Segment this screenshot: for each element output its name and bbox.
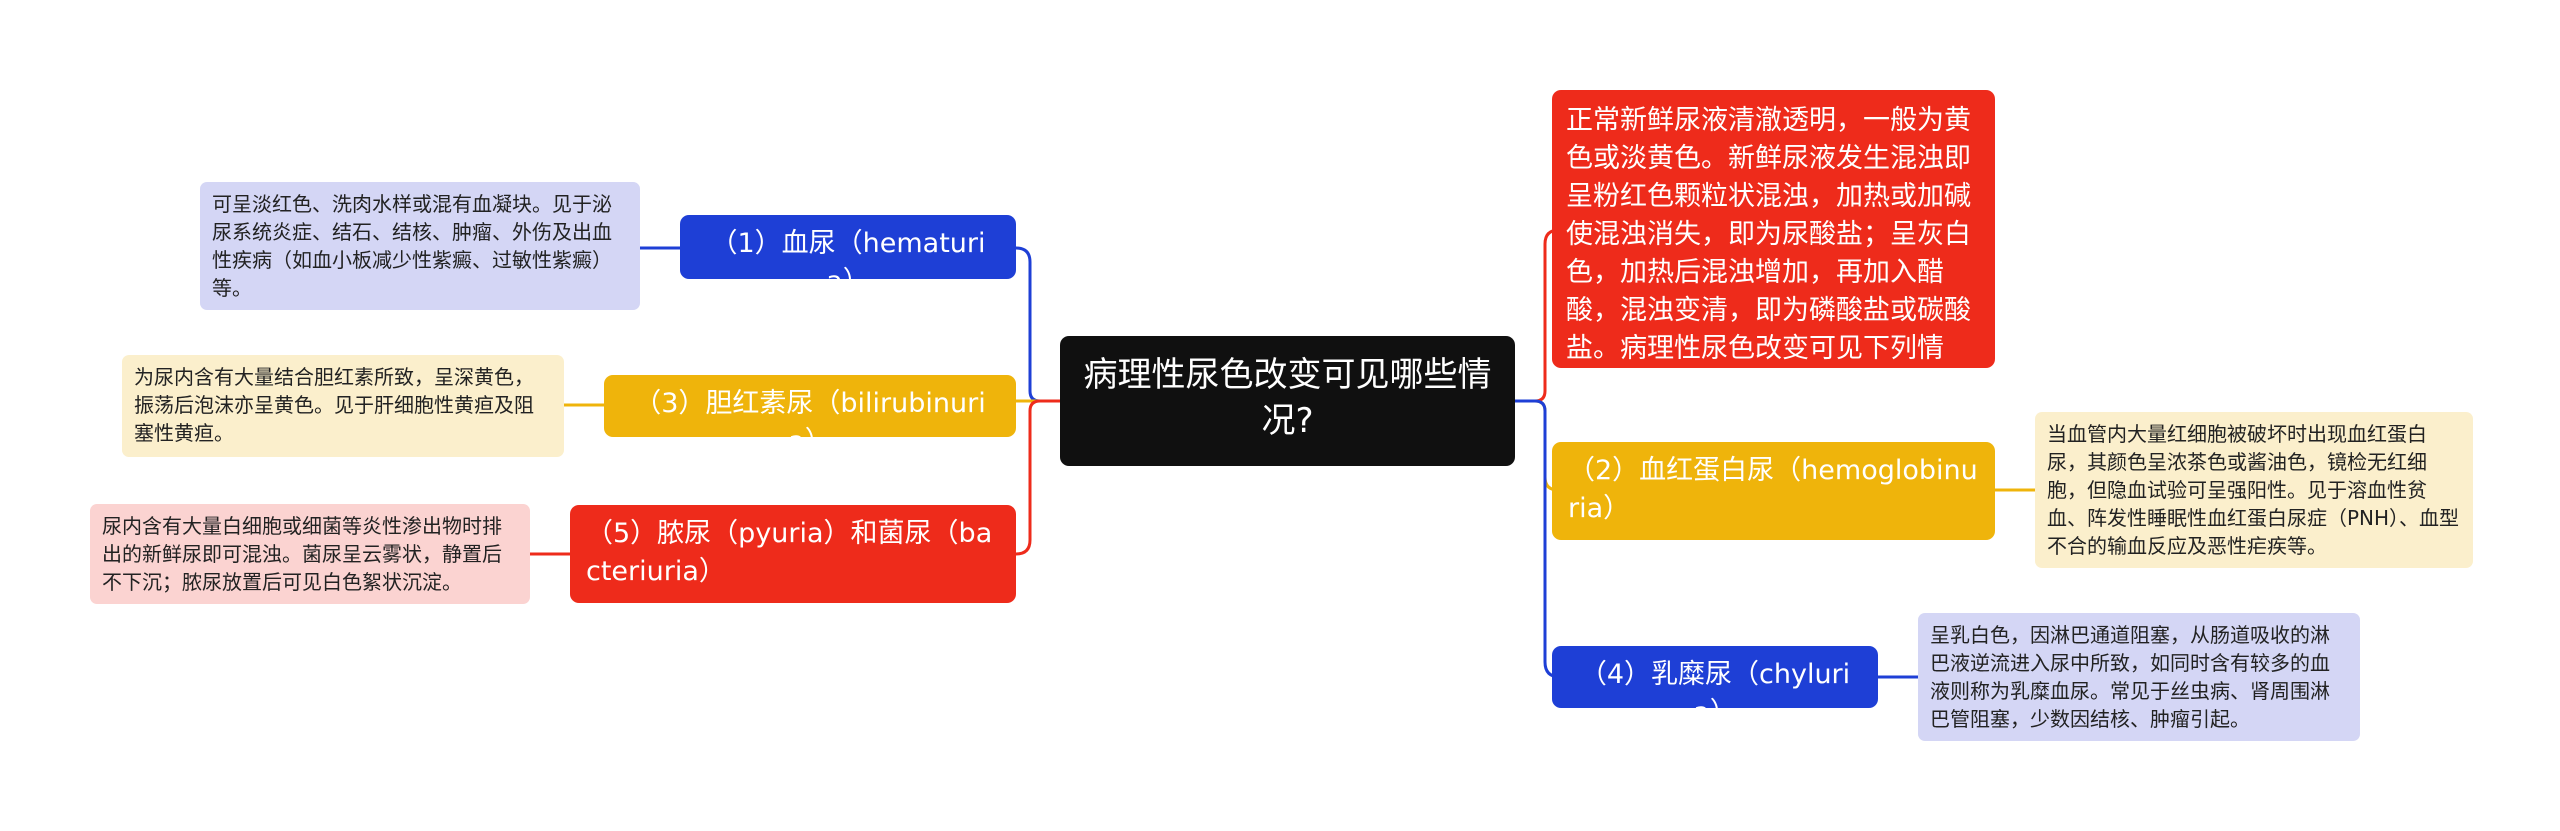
- link-central-chyluria: [1515, 399, 1561, 679]
- branch-bilirubinuria-label: （3）胆红素尿（bilirubinuria）: [634, 388, 986, 457]
- detail-bilirubinuria: 为尿内含有大量结合胆红素所致，呈深黄色，振荡后泡沫亦呈黄色。见于肝细胞性黄疸及阻…: [122, 355, 564, 457]
- detail-hematuria: 可呈淡红色、洗肉水样或混有血凝块。见于泌尿系统炎症、结石、结核、肿瘤、外伤及出血…: [200, 182, 640, 310]
- central-topic-label: 病理性尿色改变可见哪些情况?: [1083, 355, 1492, 441]
- branch-hematuria-label: （1）血尿（hematuria）: [710, 228, 986, 297]
- detail-pyuria-text: 尿内含有大量白细胞或细菌等炎性渗出物时排出的新鲜尿即可混浊。菌尿呈云雾状，静置后…: [102, 514, 502, 594]
- branch-hemoglobinuria-label: （2）血红蛋白尿（hemoglobinuria）: [1568, 455, 1978, 524]
- detail-hematuria-text: 可呈淡红色、洗肉水样或混有血凝块。见于泌尿系统炎症、结石、结核、肿瘤、外伤及出血…: [212, 192, 612, 300]
- branch-hemoglobinuria[interactable]: （2）血红蛋白尿（hemoglobinuria）: [1552, 442, 1995, 540]
- branch-hematuria[interactable]: （1）血尿（hematuria）: [680, 215, 1016, 297]
- link-central-hematuria: [1014, 246, 1060, 403]
- detail-chyluria-text: 呈乳白色，因淋巴通道阻塞，从肠道吸收的淋巴液逆流进入尿中所致，如同时含有较多的血…: [1930, 623, 2330, 731]
- intro-text: 正常新鲜尿液清澈透明，一般为黄色或淡黄色。新鲜尿液发生混浊即呈粉红色颗粒状混浊，…: [1566, 105, 1971, 402]
- branch-chyluria-label: （4）乳糜尿（chyluria）: [1579, 659, 1851, 728]
- detail-pyuria: 尿内含有大量白细胞或细菌等炎性渗出物时排出的新鲜尿即可混浊。菌尿呈云雾状，静置后…: [90, 504, 530, 604]
- intro-node[interactable]: 正常新鲜尿液清澈透明，一般为黄色或淡黄色。新鲜尿液发生混浊即呈粉红色颗粒状混浊，…: [1552, 90, 1995, 402]
- link-central-pyuria: [1014, 399, 1060, 556]
- branch-bilirubinuria[interactable]: （3）胆红素尿（bilirubinuria）: [604, 375, 1016, 457]
- detail-hemoglobinuria-text: 当血管内大量红细胞被破坏时出现血红蛋白尿，其颜色呈浓茶色或酱油色，镜检无红细胞，…: [2047, 422, 2460, 558]
- branch-pyuria[interactable]: （5）脓尿（pyuria）和菌尿（bacteriuria）: [570, 505, 1016, 603]
- detail-chyluria: 呈乳白色，因淋巴通道阻塞，从肠道吸收的淋巴液逆流进入尿中所致，如同时含有较多的血…: [1918, 613, 2360, 741]
- central-topic[interactable]: 病理性尿色改变可见哪些情况?: [1060, 336, 1515, 466]
- branch-pyuria-label: （5）脓尿（pyuria）和菌尿（bacteriuria）: [586, 518, 993, 587]
- branch-chyluria[interactable]: （4）乳糜尿（chyluria）: [1552, 646, 1878, 728]
- detail-bilirubinuria-text: 为尿内含有大量结合胆红素所致，呈深黄色，振荡后泡沫亦呈黄色。见于肝细胞性黄疸及阻…: [134, 365, 534, 445]
- detail-hemoglobinuria: 当血管内大量红细胞被破坏时出现血红蛋白尿，其颜色呈浓茶色或酱油色，镜检无红细胞，…: [2035, 412, 2473, 568]
